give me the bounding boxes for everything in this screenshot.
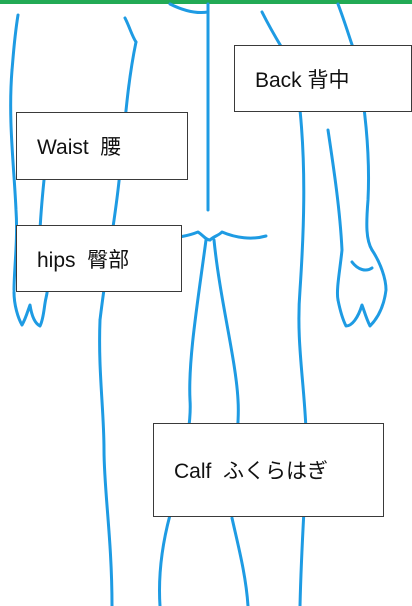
left-arm-outer: [9, 68, 19, 292]
waist-label-box: Waist 腰: [16, 112, 188, 180]
calf-label-text: Calf ふくらはぎ: [174, 460, 329, 483]
left-calf-inner: [158, 513, 172, 606]
neck-right-line: [260, 10, 284, 50]
top-accent-bar: [0, 0, 412, 4]
back-label-text: Back 背中: [255, 68, 350, 92]
upper-back-curve: [168, 2, 210, 14]
left-shoulder-line: [10, 13, 20, 72]
left-hand: [12, 274, 49, 328]
back-label-box: Back 背中: [234, 45, 412, 112]
right-calf-inner: [230, 516, 250, 606]
neck-left-line: [123, 16, 138, 44]
right-hand: [336, 248, 388, 328]
calf-label-box: Calf ふくらはぎ: [153, 423, 384, 517]
right-thumb: [350, 260, 374, 272]
right-leg-outer: [297, 108, 308, 606]
right-arm-inner: [326, 128, 344, 302]
left-leg-outer: [98, 318, 114, 606]
hips-label-text: hips 臀部: [37, 248, 130, 272]
waist-label-text: Waist 腰: [37, 136, 122, 159]
hips-label-box: hips 臀部: [16, 225, 182, 292]
buttocks-crease-right: [208, 230, 268, 242]
